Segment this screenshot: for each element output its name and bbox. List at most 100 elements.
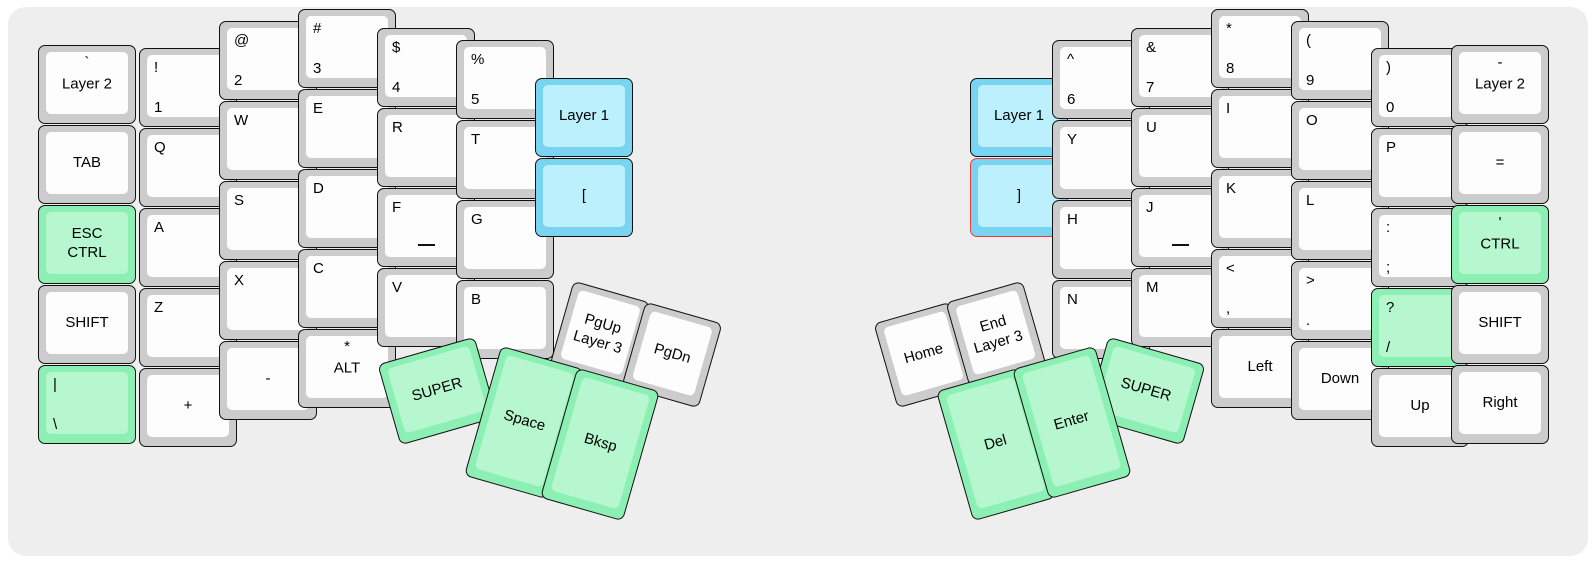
keycap: K: [1219, 176, 1301, 238]
key-legend-area: Layer 1: [543, 85, 625, 147]
key-legend-area: D: [306, 176, 388, 238]
key-top-legend: -: [1497, 54, 1503, 71]
key-legend-area: ^6: [1060, 47, 1142, 109]
keycap: C: [306, 256, 388, 318]
key-quote-ctrl[interactable]: 'CTRL: [1451, 205, 1549, 284]
key-legend-area: - Layer 2: [1459, 52, 1541, 114]
key-legend-area: TAB: [46, 132, 128, 194]
key-legend-area: )0: [1379, 55, 1461, 117]
key-legend-area: H: [1060, 207, 1142, 269]
key-legend: Layer 1: [993, 107, 1045, 124]
keycap: SHIFT: [1459, 292, 1541, 354]
key-legend-area: =: [1459, 132, 1541, 194]
keycap: Layer 1: [543, 85, 625, 147]
keycap: R: [385, 115, 467, 177]
key-legend-area: (9: [1299, 28, 1381, 90]
keycap: V: [385, 275, 467, 337]
key-base-legend: J: [1146, 199, 1154, 216]
key-equals[interactable]: =: [1451, 125, 1549, 204]
key-base-legend: L: [1306, 192, 1315, 209]
key-bracket-left[interactable]: [: [535, 158, 633, 237]
key-base-legend: D: [313, 180, 324, 197]
key-g[interactable]: G: [456, 200, 554, 279]
key-legend-area: SHIFT: [46, 292, 128, 354]
key-plus[interactable]: +: [139, 368, 237, 447]
key-base-legend: 7: [1146, 79, 1155, 96]
key-legend: Up: [1410, 397, 1430, 414]
key-5-percent[interactable]: %5: [456, 40, 554, 119]
key-base-legend: /: [1386, 339, 1391, 356]
keycap: S: [227, 188, 309, 250]
keycap: 'CTRL: [1459, 212, 1541, 274]
key-legend: Left: [1247, 358, 1273, 375]
keycap: W: [227, 108, 309, 170]
key-legend-area: *8: [1219, 16, 1301, 78]
keycap: <,: [1219, 256, 1301, 318]
key-w[interactable]: W: [219, 101, 317, 180]
key-base-legend: 0: [1386, 99, 1395, 116]
key-legend: Layer 2: [61, 75, 113, 93]
key-layer2-grave[interactable]: `Layer 2: [38, 45, 136, 124]
keycap: :;: [1379, 215, 1461, 277]
key-legend-area: !1: [147, 55, 229, 117]
keycap: |\: [46, 372, 128, 434]
key-legend-area: I: [1219, 96, 1301, 158]
key-pipe-backslash[interactable]: |\: [38, 365, 136, 444]
key-base-legend: U: [1146, 119, 1157, 136]
keycap: %5: [464, 47, 546, 109]
key-legend-area: *ALT: [306, 336, 388, 398]
key-legend-area: K: [1219, 176, 1301, 238]
key-shifted-legend: @: [234, 32, 250, 49]
key-legend-area: J: [1139, 195, 1221, 257]
keycap: D: [306, 176, 388, 238]
keycap: X: [227, 268, 309, 330]
key-y[interactable]: Y: [1052, 120, 1150, 199]
keycap: *8: [1219, 16, 1301, 78]
keycap: I: [1219, 96, 1301, 158]
key-legend-area: ?/: [1379, 295, 1461, 357]
key-layer1-left[interactable]: Layer 1: [535, 78, 633, 157]
key-legend: ]: [1016, 187, 1022, 204]
key-layer2-minus[interactable]: - Layer 2: [1451, 45, 1549, 124]
keycap: -: [227, 348, 309, 410]
key-tab[interactable]: TAB: [38, 125, 136, 204]
keycap: Q: [147, 135, 229, 197]
keycap: E: [306, 96, 388, 158]
key-legend-area: Right: [1459, 372, 1541, 434]
key-legend-area: A: [147, 215, 229, 277]
key-base-legend: 8: [1226, 60, 1235, 77]
key-base-legend: H: [1067, 211, 1078, 228]
keycap: T: [464, 127, 546, 189]
key-legend: Layer 2: [1474, 75, 1526, 93]
key-legend-area: G: [464, 207, 546, 269]
keycap: (9: [1299, 28, 1381, 90]
key-legend-area: V: [385, 275, 467, 337]
key-layer1-right[interactable]: Layer 1: [970, 78, 1068, 157]
key-base-legend: M: [1146, 279, 1159, 296]
key-9-paren-open[interactable]: (9: [1291, 21, 1389, 100]
key-base-legend: F: [392, 199, 402, 216]
key-base-legend: C: [313, 260, 324, 277]
keycap: =: [1459, 132, 1541, 194]
key-base-legend: 1: [154, 99, 163, 116]
key-legend: SHIFT: [65, 314, 109, 331]
key-right-arrow[interactable]: Right: [1451, 365, 1549, 444]
key-shifted-legend: !: [154, 59, 159, 76]
key-shift-right[interactable]: SHIFT: [1451, 285, 1549, 364]
key-legend-area: B: [464, 287, 546, 349]
key-d[interactable]: D: [298, 169, 396, 248]
key-base-legend: X: [234, 272, 245, 289]
key-shifted-legend: >: [1306, 272, 1315, 289]
keycap: M: [1139, 275, 1221, 337]
key-base-legend: K: [1226, 180, 1237, 197]
key-legend-area: @2: [227, 28, 309, 90]
keycap: B: [464, 287, 546, 349]
key-legend-area: O: [1299, 108, 1381, 170]
key-bracket-right[interactable]: ]: [970, 158, 1068, 237]
key-shift-left[interactable]: SHIFT: [38, 285, 136, 364]
keycap: #3: [306, 16, 388, 78]
